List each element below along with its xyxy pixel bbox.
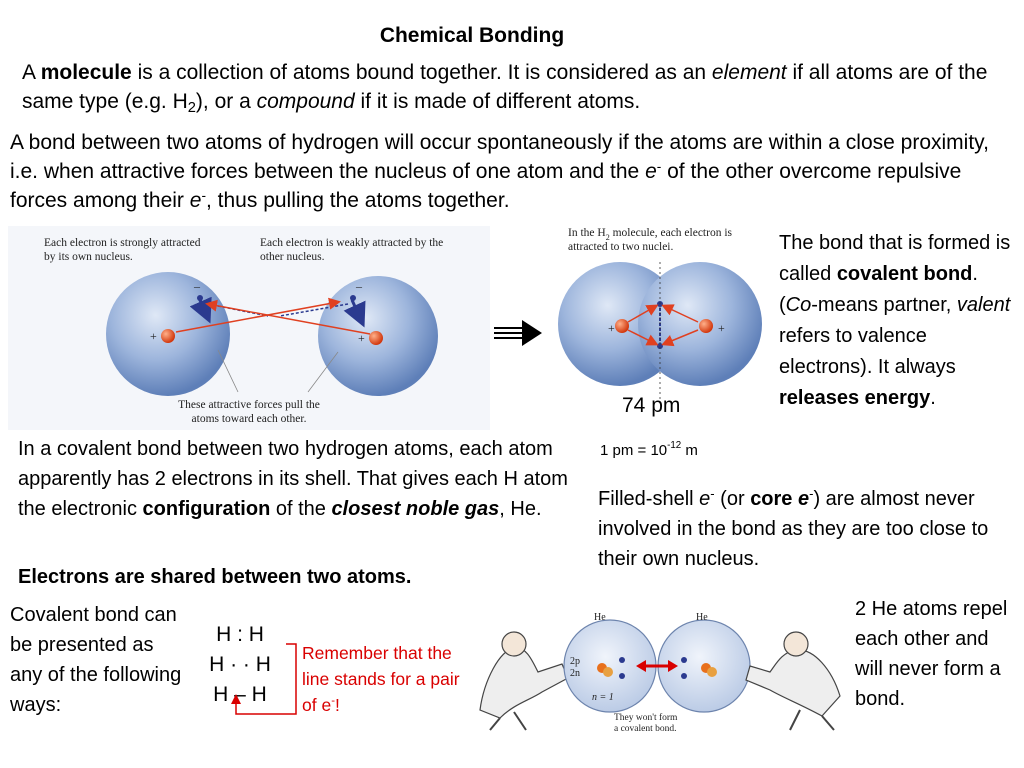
label-n1: n = 1 (592, 692, 614, 703)
separated-atoms-figure: + + – – Each electron is strongly attrac… (8, 226, 490, 430)
svg-text:+: + (358, 331, 365, 345)
lewis-forms: H : H H · · H H – H (200, 620, 280, 710)
configuration-paragraph: In a covalent bond between two hydrogen … (18, 438, 568, 520)
right-nucleus (369, 331, 383, 345)
he-label-right: He (696, 612, 708, 623)
representation-caption: Covalent bond can be presented as any of… (10, 604, 182, 716)
no-bond-note-line2: a covalent bond. (614, 724, 677, 734)
filled-shell-paragraph: Filled-shell e- (or core e-) are almost … (598, 486, 989, 570)
svg-text:+: + (608, 321, 615, 335)
attractive-forces-label: These attractive forces pull the atoms t… (178, 399, 320, 425)
svg-text:–: – (193, 279, 201, 293)
h2-molecule-figure: + + In the H2 molecule, each electron is… (548, 222, 774, 408)
he-label-left: He (594, 612, 606, 623)
svg-text:+: + (718, 321, 725, 335)
picometer-conversion-label: 1 pm = 10-12 m (600, 440, 698, 459)
line-form: H – H (213, 683, 267, 706)
colon-form: H : H (216, 623, 264, 646)
weak-attraction-label: Each electron is weakly attracted by the… (260, 237, 444, 263)
electrons-shared-statement: Electrons are shared between two atoms. (18, 566, 412, 588)
bond-length-label: 74 pm (622, 394, 681, 417)
label-2n: 2n (570, 668, 580, 679)
left-nucleus (161, 329, 175, 343)
h2-molecule-label: In the H2 molecule, each electron is att… (568, 227, 733, 253)
dot-form: H · · H (209, 653, 271, 676)
svg-text:–: – (355, 279, 363, 293)
strong-attraction-label: Each electron is strongly attracted by i… (44, 237, 201, 263)
bracket-arrow-icon (222, 640, 302, 720)
bond-paragraph: A bond between two atoms of hydrogen wil… (10, 131, 989, 212)
intro-paragraph: A molecule is a collection of atoms boun… (22, 61, 988, 116)
svg-text:+: + (150, 329, 157, 343)
transition-arrow-icon (494, 318, 544, 348)
covalent-bond-definition: The bond that is formed is called covale… (779, 232, 1011, 409)
line-pair-note: Remember that the line stands for a pair… (302, 643, 460, 715)
helium-repulsion-figure: He He 2p 2n n = 1 They won't form a cova… (470, 600, 848, 734)
page-title: Chemical Bonding (379, 24, 565, 47)
no-bond-note-line1: They won't form (614, 712, 678, 723)
label-2p: 2p (570, 656, 580, 667)
helium-caption: 2 He atoms repel each other and will nev… (855, 598, 1008, 710)
